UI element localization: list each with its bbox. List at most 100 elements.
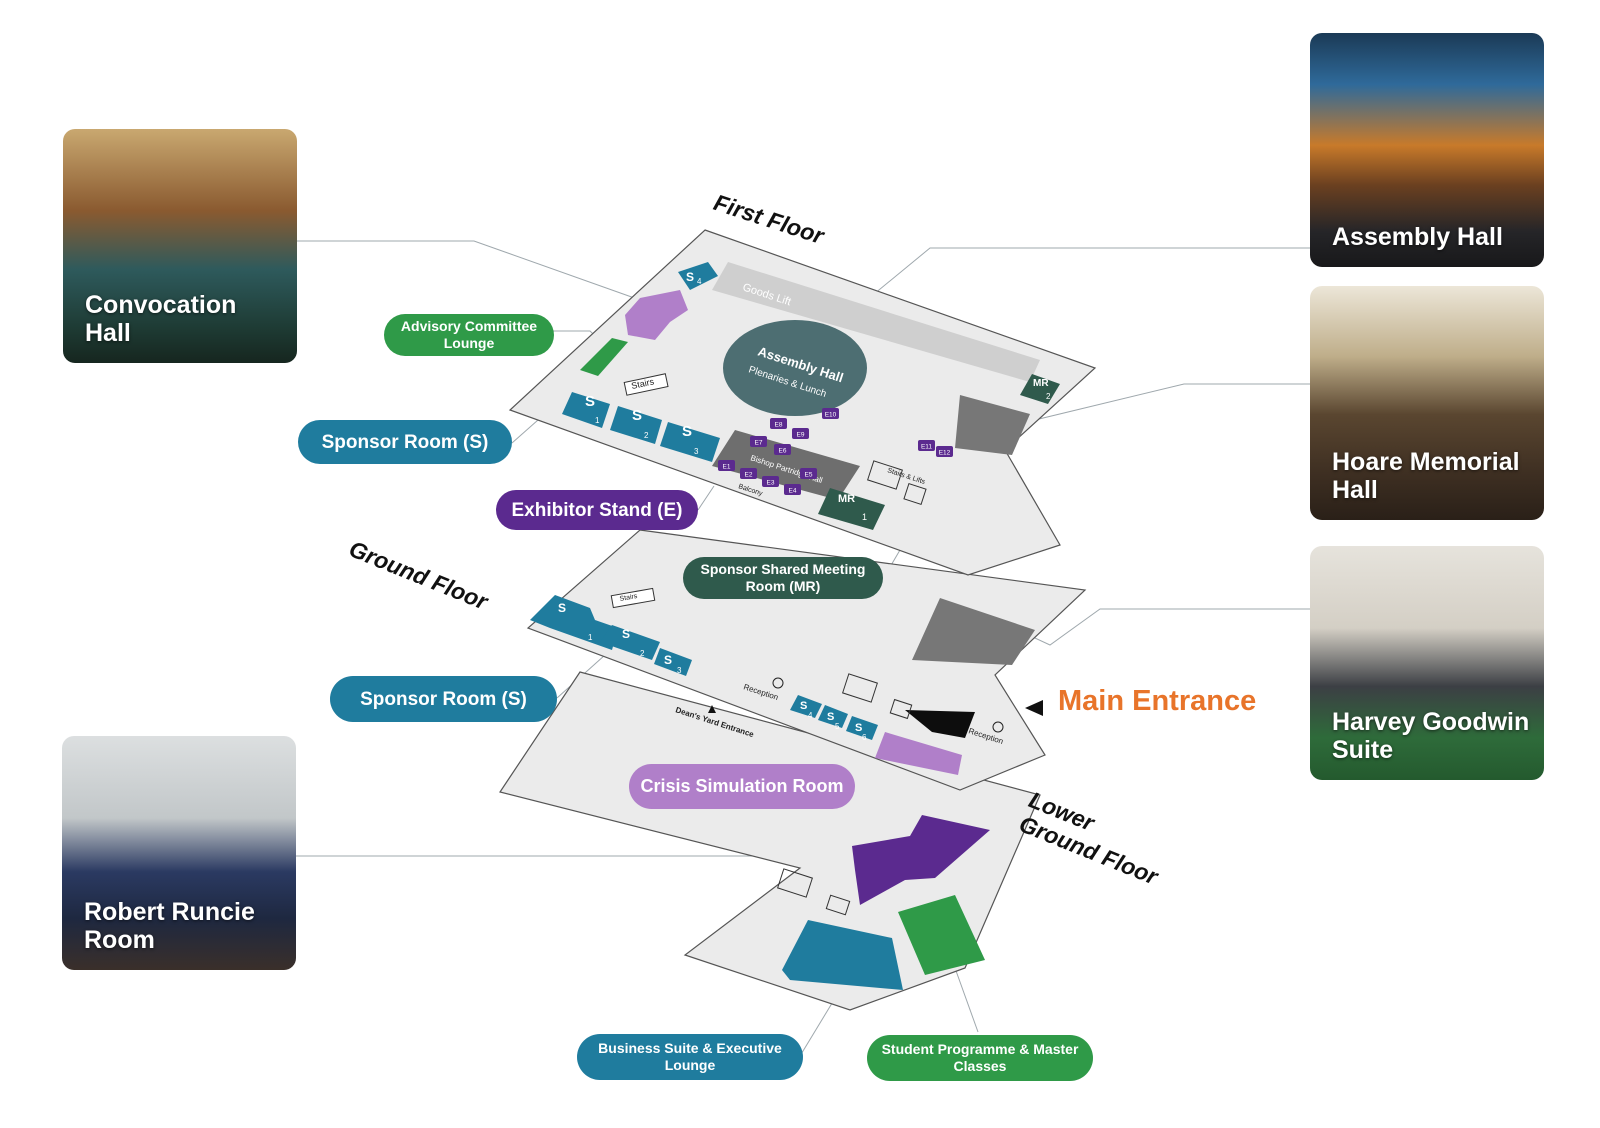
svg-text:E9: E9 bbox=[797, 432, 805, 439]
business-suite-room bbox=[782, 920, 903, 990]
ground-sponsor-1-letter: S bbox=[558, 601, 566, 615]
ground-sponsor-4-letter: S bbox=[800, 700, 807, 712]
shared-meeting-room-pill: Sponsor Shared Meeting Room (MR) bbox=[683, 557, 883, 599]
ground-sponsor-number-5: 5 bbox=[835, 722, 840, 731]
lower-purple-room bbox=[852, 815, 990, 905]
svg-text:E2: E2 bbox=[745, 472, 753, 479]
ground-sponsor-number-4: 4 bbox=[808, 711, 813, 720]
ground-sponsor-6-letter: S bbox=[855, 722, 862, 734]
first-stair-outline bbox=[867, 460, 903, 490]
exhibitor-stand-e7: E7 bbox=[750, 436, 767, 447]
exhibitor-stand-e11: E11 bbox=[918, 440, 935, 451]
advisory-committee-pill: Advisory Committee Lounge bbox=[384, 314, 554, 356]
student-programme-room bbox=[898, 895, 985, 975]
hoare-memorial-hall-photo: Hoare Memorial Hall bbox=[1310, 286, 1544, 520]
svg-text:E8: E8 bbox=[775, 422, 783, 429]
leader-student bbox=[954, 967, 979, 1033]
first-lift-outline bbox=[903, 482, 927, 506]
business-suite-pill: Business Suite & Executive Lounge bbox=[577, 1034, 803, 1080]
svg-text:E6: E6 bbox=[779, 448, 787, 455]
robert-runcie-room-photo: Robert Runcie Room bbox=[62, 736, 296, 970]
ground-sponsor-5 bbox=[818, 705, 848, 728]
first-sponsor-4 bbox=[678, 262, 718, 290]
exhibitor-stand-e6: E6 bbox=[774, 444, 791, 455]
svg-text:E5: E5 bbox=[805, 472, 813, 479]
ground-sponsor-2 bbox=[600, 625, 660, 660]
assembly-hall-circle bbox=[723, 320, 867, 416]
exhibitor-stand-e1: E1 bbox=[718, 460, 735, 471]
exhibitor-stand-e8: E8 bbox=[770, 418, 787, 429]
ground-sponsor-6 bbox=[846, 716, 878, 740]
exhibitor-stand-e5: E5 bbox=[800, 468, 817, 479]
crisis-simulation-pill: Crisis Simulation Room bbox=[629, 764, 855, 809]
meeting-room-2-letter: MR bbox=[1033, 378, 1049, 389]
info-icon bbox=[772, 677, 784, 689]
exhibitor-stand-e9: E9 bbox=[792, 428, 809, 439]
svg-text:E4: E4 bbox=[789, 488, 797, 495]
leader-hoare bbox=[1009, 383, 1310, 427]
deans-yard-arrow-icon bbox=[708, 705, 716, 713]
ground-stairs bbox=[610, 587, 656, 609]
harvey-goodwin-suite-caption: Harvey Goodwin Suite bbox=[1332, 708, 1530, 764]
ground-sponsor-2-letter: S bbox=[622, 627, 630, 641]
crisis-simulation-room bbox=[875, 732, 962, 775]
ground-sponsor-number-3: 3 bbox=[677, 666, 682, 675]
leader-harvey bbox=[1021, 608, 1310, 646]
first-sponsor-number-1: 1 bbox=[595, 416, 600, 425]
main-entrance-label: Main Entrance bbox=[1058, 685, 1257, 717]
ground-sponsor-3 bbox=[654, 648, 692, 676]
first-sponsor-1 bbox=[562, 392, 610, 428]
arrow-left-icon bbox=[1025, 700, 1043, 716]
ground-lift-outline bbox=[889, 698, 913, 720]
svg-text:E10: E10 bbox=[825, 412, 837, 419]
leader-convocation bbox=[294, 240, 641, 301]
sponsor-room-first-pill: Sponsor Room (S) bbox=[298, 420, 512, 464]
sponsor-room-ground-pill: Sponsor Room (S) bbox=[330, 676, 557, 722]
exhibitor-stand-pill: Exhibitor Stand (E) bbox=[496, 490, 698, 530]
hoare-memorial-hall-caption: Hoare Memorial Hall bbox=[1332, 448, 1520, 504]
svg-text:E7: E7 bbox=[755, 440, 763, 447]
harvey-goodwin-suite-photo: Harvey Goodwin Suite bbox=[1310, 546, 1544, 780]
ground-stair-outline bbox=[842, 673, 878, 703]
first-sponsor-2-letter: S bbox=[632, 407, 642, 424]
svg-text:E3: E3 bbox=[767, 480, 775, 487]
convocation-hall-room bbox=[625, 290, 688, 340]
meeting-room-1-number: 1 bbox=[862, 512, 867, 522]
convocation-hall-caption: Convocation Hall bbox=[85, 291, 237, 347]
entrance-hall-black bbox=[905, 710, 975, 738]
exhibitor-stand-e10: E10 bbox=[822, 408, 839, 419]
assembly-hall-caption: Assembly Hall bbox=[1332, 223, 1503, 251]
ground-stairs-label: Stairs bbox=[619, 593, 638, 603]
svg-text:E1: E1 bbox=[723, 464, 731, 471]
meeting-room-2 bbox=[1020, 374, 1060, 404]
meeting-room-1-letter: MR bbox=[838, 493, 855, 505]
lower-stair-outline bbox=[777, 868, 813, 898]
first-sponsor-3-letter: S bbox=[682, 423, 692, 440]
first-stairs-label: Stairs bbox=[630, 376, 655, 391]
student-programme-pill: Student Programme & Master Classes bbox=[867, 1035, 1093, 1081]
ground-sponsor-3-letter: S bbox=[664, 653, 672, 667]
ground-sponsor-5-letter: S bbox=[827, 711, 834, 723]
leader-exhibitor bbox=[697, 485, 715, 511]
lower-lift-outline bbox=[825, 894, 851, 916]
exhibitor-stand-e4: E4 bbox=[784, 484, 801, 495]
svg-text:E12: E12 bbox=[939, 450, 951, 457]
exhibitor-stand-e3: E3 bbox=[762, 476, 779, 487]
goods-lift-area bbox=[712, 262, 1040, 382]
first-sponsor-4-letter: S bbox=[686, 270, 694, 284]
ground-sponsor-number-1: 1 bbox=[588, 633, 593, 642]
exhibitor-stand-e2: E2 bbox=[740, 468, 757, 479]
bishop-partridge-hall bbox=[712, 430, 860, 500]
exhibitor-stand-e12: E12 bbox=[936, 446, 953, 457]
first-sponsor-number-3: 3 bbox=[694, 447, 699, 456]
first-sponsor-number-2: 2 bbox=[644, 431, 649, 440]
first-sponsor-2 bbox=[610, 406, 662, 444]
ground-sponsor-number-2: 2 bbox=[640, 649, 645, 658]
ground-sponsor-1 bbox=[530, 595, 618, 650]
convocation-hall-photo: Convocation Hall bbox=[63, 129, 297, 363]
meeting-room-2-number: 2 bbox=[1046, 392, 1051, 401]
svg-text:E11: E11 bbox=[921, 444, 932, 451]
